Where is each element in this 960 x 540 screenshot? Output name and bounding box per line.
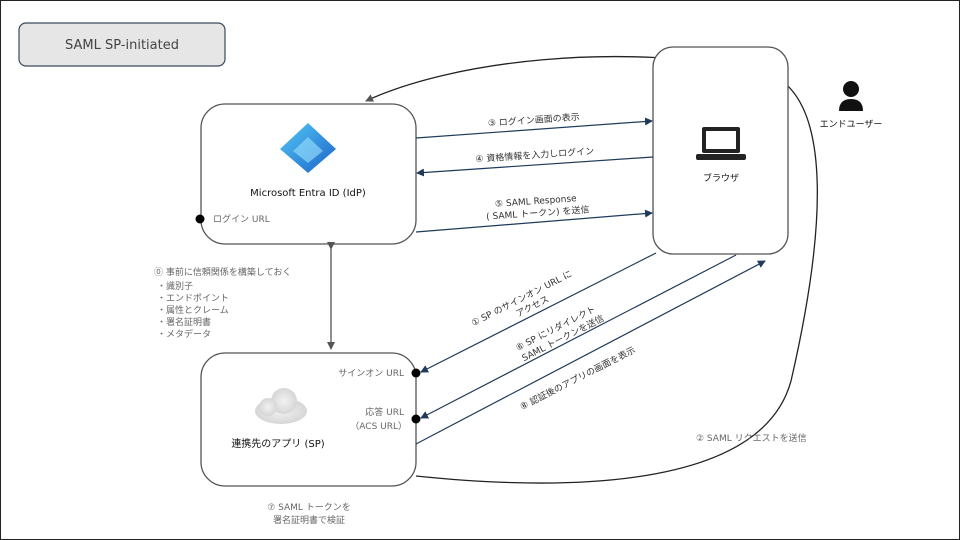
sp-box: 連携先のアプリ (SP) サインオン URL 応答 URL （ACS URL） [200, 352, 421, 487]
step0-text: ⓪ 事前に信頼関係を構築しておく ・識別子 ・エンドポイント ・属性とクレーム … [154, 266, 291, 340]
acs-url-label-2: （ACS URL） [350, 421, 407, 432]
cloud-icon [255, 388, 307, 424]
title-box: SAML SP-initiated [18, 22, 226, 67]
browser-label: ブラウザ [703, 172, 739, 184]
sp-name: 連携先のアプリ (SP) [231, 437, 324, 450]
login-url-label: ログイン URL [213, 213, 270, 225]
arrow-step3 [415, 117, 653, 139]
signon-url-endpoint [411, 368, 421, 378]
step3-label: ③ ログイン画面の表示 [488, 111, 581, 129]
acs-url-endpoint [411, 414, 421, 424]
laptop-icon [696, 127, 746, 160]
arrow-step8 [415, 260, 766, 445]
step0-item: ・署名証明書 [157, 316, 211, 328]
browser-box: ブラウザ [652, 46, 789, 255]
end-user-label: エンドユーザー [820, 119, 883, 130]
acs-url-label-1: 応答 URL [365, 406, 404, 418]
step0-title: ⓪ 事前に信頼関係を構築しておく [154, 266, 291, 278]
arrow-step4 [416, 156, 654, 177]
step0-item: ・メタデータ [157, 328, 211, 340]
entra-id-icon [280, 123, 336, 173]
step2-label: ② SAML リクエストを送信 [696, 432, 807, 444]
idp-name: Microsoft Entra ID (IdP) [250, 188, 366, 199]
person-icon [839, 81, 863, 111]
step7-label-1: ⑦ SAML トークンを [267, 502, 351, 513]
step0-item: ・識別子 [157, 280, 193, 292]
arrow-saml-request [365, 55, 818, 484]
diagram-title: SAML SP-initiated [65, 38, 179, 53]
arrow-step6 [420, 254, 737, 419]
idp-box: Microsoft Entra ID (IdP) ログイン URL [195, 103, 417, 245]
arrow-step1 [420, 252, 657, 373]
step7-label-2: 署名証明書で検証 [273, 514, 345, 526]
signon-url-label: サインオン URL [338, 368, 404, 379]
arrow-step5 [415, 209, 653, 233]
step0-item: ・エンドポイント [157, 293, 229, 304]
step1-label-1: ① SP のサインオン URL に [470, 269, 574, 329]
login-url-endpoint [195, 214, 205, 224]
step0-item: ・属性とクレーム [157, 304, 229, 316]
